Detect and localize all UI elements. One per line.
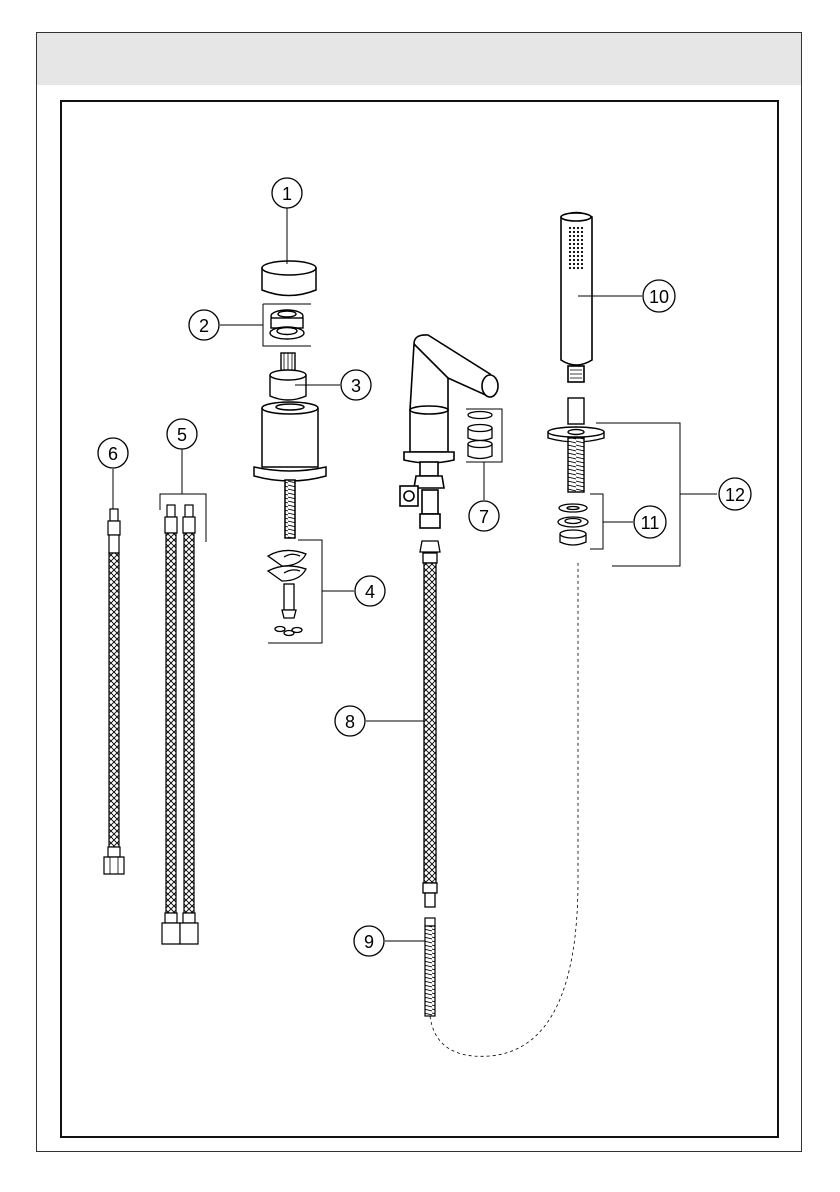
part-5-flexible-hoses xyxy=(162,505,198,944)
callout-label: 7 xyxy=(479,507,489,527)
part-9-shower-hose-end xyxy=(425,560,578,1056)
part-7-aerator xyxy=(468,412,492,459)
callout-3: 3 xyxy=(341,370,371,400)
part-4-fixing-kit xyxy=(268,550,306,635)
callout-label: 8 xyxy=(345,712,355,732)
callout-7: 7 xyxy=(469,501,499,531)
part-8-spout-hose xyxy=(420,541,440,907)
callout-10: 10 xyxy=(643,280,675,312)
callout-4: 4 xyxy=(355,576,385,606)
callout-label: 4 xyxy=(365,582,375,602)
callout-6: 6 xyxy=(98,438,128,468)
part-10-hand-shower xyxy=(561,213,592,383)
part-11-bracket xyxy=(590,494,603,549)
callout-5: 5 xyxy=(167,419,197,449)
callout-11: 11 xyxy=(634,506,666,538)
part-12-hose-guide xyxy=(548,398,604,492)
part-3-cartridge xyxy=(270,353,306,400)
callout-label: 3 xyxy=(351,376,361,396)
callout-label: 1 xyxy=(282,184,292,204)
callout-2: 2 xyxy=(189,310,219,340)
callout-label: 11 xyxy=(641,513,660,533)
part-6-flexible-hose xyxy=(104,509,124,874)
part-1-handle-cap xyxy=(262,261,316,296)
tap-body xyxy=(254,402,326,538)
callout-12: 12 xyxy=(719,478,751,510)
part-2-retaining-rings xyxy=(270,310,304,339)
part-12-bracket xyxy=(596,423,680,566)
callout-1: 1 xyxy=(272,178,302,208)
callout-label: 2 xyxy=(199,316,209,336)
callout-label: 9 xyxy=(364,932,374,952)
callout-label: 5 xyxy=(177,425,187,445)
part-11-washers xyxy=(558,504,588,545)
callout-label: 6 xyxy=(108,444,118,464)
callout-8: 8 xyxy=(335,706,365,736)
callout-label: 10 xyxy=(649,287,669,307)
callout-9: 9 xyxy=(354,926,384,956)
callout-label: 12 xyxy=(725,485,745,505)
